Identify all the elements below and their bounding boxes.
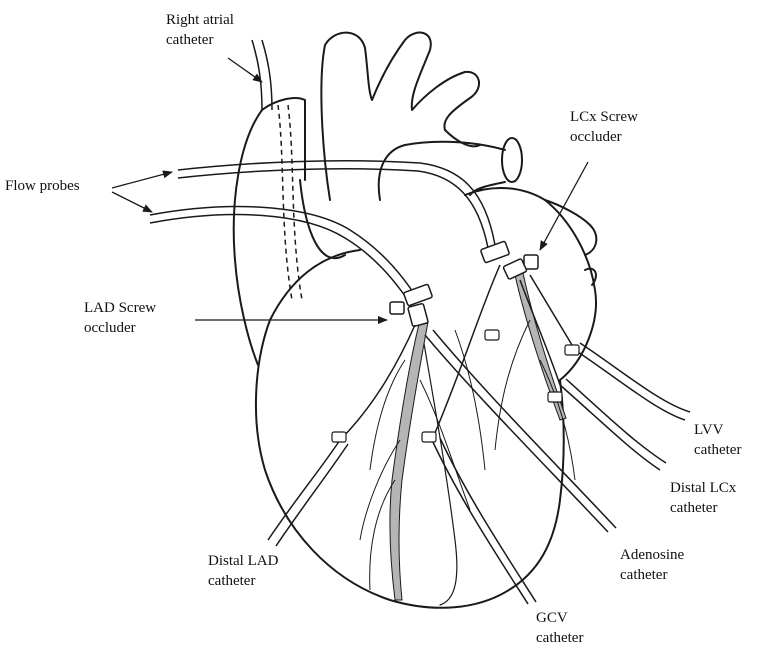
lad-artery-vessel: [389, 319, 429, 601]
label-line: Distal LAD: [208, 553, 279, 569]
label-distal-lcx-catheter: Distal LCx catheter: [670, 478, 736, 518]
adenosine-catheter-tube: [424, 334, 609, 533]
label-line: LCx Screw: [570, 109, 638, 125]
heart-outline: [254, 187, 597, 609]
label-line: LVV: [694, 422, 724, 438]
lvv-catheter-tube: [574, 349, 686, 421]
label-line: Adenosine: [620, 547, 685, 563]
connector-distal-lad: [331, 431, 347, 443]
label-line: occluder: [570, 129, 622, 145]
label-right-atrial-catheter: Right atrial catheter: [166, 10, 234, 50]
flow-probe-arrow-upper: [111, 170, 173, 189]
label-line: Distal LCx: [670, 480, 737, 496]
right-atrial-arrow: [227, 57, 263, 83]
label-line: Flow probes: [5, 178, 80, 194]
connector-distal-lcx: [547, 391, 563, 403]
connector-lvv: [564, 344, 580, 356]
label-lad-screw-occluder: LAD Screw occluder: [84, 298, 156, 338]
connector-adenosine: [484, 329, 500, 341]
pulmonary-artery-outline: [377, 140, 506, 201]
vena-cava-outline: [261, 97, 306, 181]
label-lvv-catheter: LVV catheter: [694, 420, 741, 460]
label-gcv-catheter: GCV catheter: [536, 608, 583, 648]
label-adenosine-catheter: Adenosine catheter: [620, 545, 684, 585]
lad-screw-occluder: [389, 283, 433, 328]
flow-probe-cable-upper: [177, 160, 496, 246]
lcx-screw-occluder: [480, 240, 539, 280]
label-line: catheter: [620, 567, 668, 583]
label-flow-probes: Flow probes: [5, 176, 80, 196]
flow-probe-cable-lower: [149, 205, 416, 296]
gcv-catheter-tube: [431, 439, 529, 605]
label-line: LAD Screw: [84, 300, 157, 316]
aorta-outline: [320, 31, 480, 201]
label-line: catheter: [536, 630, 584, 646]
pulmonary-artery-opening: [501, 137, 523, 183]
label-line: Right atrial: [166, 12, 234, 28]
label-line: catheter: [694, 442, 742, 458]
label-lcx-screw-occluder: LCx Screw occluder: [570, 107, 638, 147]
lcx-occluder-arrow: [539, 161, 589, 251]
label-line: catheter: [166, 32, 214, 48]
label-distal-lad-catheter: Distal LAD catheter: [208, 551, 278, 591]
label-line: catheter: [208, 573, 256, 589]
label-line: catheter: [670, 500, 718, 516]
connector-gcv: [421, 431, 437, 443]
flow-probe-arrow-lower: [111, 191, 153, 213]
right-atrium-outline: [232, 109, 263, 366]
label-line: GCV: [536, 610, 568, 626]
label-line: occluder: [84, 320, 136, 336]
distal-lcx-catheter-tube: [559, 384, 661, 471]
distal-lad-catheter-tube: [267, 439, 341, 541]
right-atrial-catheter: [251, 39, 263, 111]
